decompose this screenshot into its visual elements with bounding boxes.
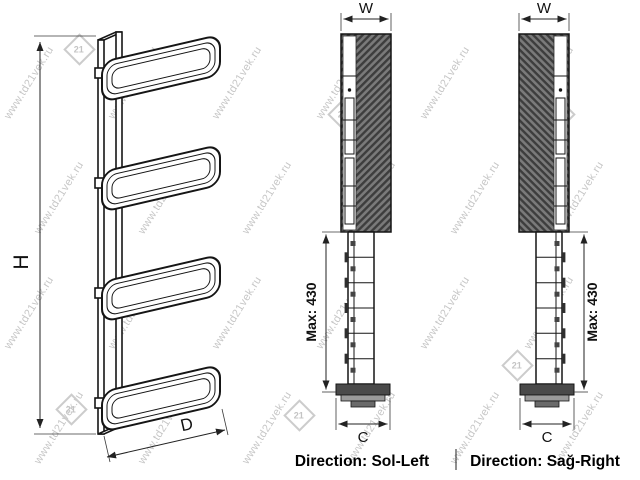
w-dimension-label-right: W <box>537 0 552 17</box>
w-dimension-label-left: W <box>359 0 374 17</box>
front-view: H <box>10 31 229 463</box>
basket-4 <box>101 366 221 431</box>
max-dimension-label-left: Max: 430 <box>303 282 319 341</box>
c-dimension-label-right: C <box>542 429 553 446</box>
side-view-left: W Max: 430 C Direction: Sol-Left <box>295 0 429 470</box>
side-view-right-geometry <box>519 13 588 430</box>
side-view-right: W Max: 430 C Direction: Sağ-Right <box>470 0 620 470</box>
side-view-left-geometry <box>322 13 391 430</box>
max-dimension-label-right: Max: 430 <box>584 282 600 341</box>
h-dimension-label: H <box>10 254 33 269</box>
d-dimension-label: D <box>179 414 195 435</box>
c-dimension-label-left: C <box>358 429 369 446</box>
frame-rail-front <box>97 39 105 435</box>
dimension-h: H <box>10 35 96 435</box>
caption-direction-left: Direction: Sol-Left <box>295 453 429 470</box>
dimension-d: D <box>103 408 229 463</box>
basket-2 <box>101 146 221 211</box>
basket-3 <box>101 256 221 321</box>
caption-direction-right: Direction: Sağ-Right <box>470 453 620 470</box>
basket-1 <box>101 36 221 101</box>
